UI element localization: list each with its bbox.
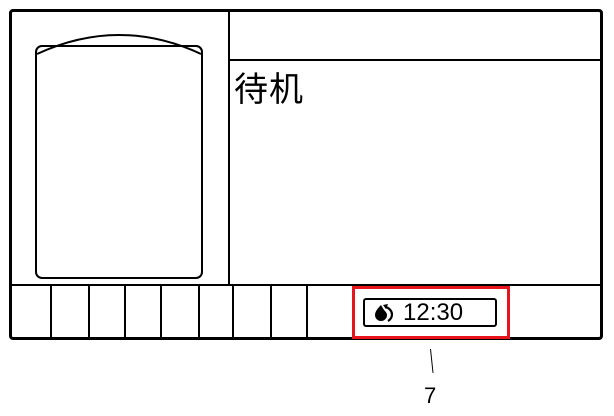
panel-divider-vertical [228, 12, 230, 284]
water-tank-illustration [33, 22, 205, 280]
indicator-cell-divider [88, 286, 90, 337]
timer-value: 12:30 [403, 298, 464, 326]
display-screen: 待机 12:30 [9, 9, 603, 340]
indicator-cell-divider [232, 286, 234, 337]
indicator-cell-divider [50, 286, 52, 337]
callout-leader-line [430, 348, 434, 373]
timer-display[interactable]: 12:30 [363, 298, 497, 327]
tank-outline-icon [35, 34, 203, 279]
timer-highlight-box: 12:30 [352, 286, 510, 339]
indicator-cell-divider [198, 286, 200, 337]
status-label: 待机 [234, 70, 304, 110]
indicator-cell-divider [306, 286, 308, 337]
footer-divider [12, 284, 600, 286]
indicator-cell-divider [160, 286, 162, 337]
indicator-cell-divider [270, 286, 272, 337]
refill-cycle-icon [375, 303, 394, 322]
header-divider [230, 59, 600, 61]
callout-number: 7 [424, 383, 437, 408]
indicator-cell-divider [124, 286, 126, 337]
